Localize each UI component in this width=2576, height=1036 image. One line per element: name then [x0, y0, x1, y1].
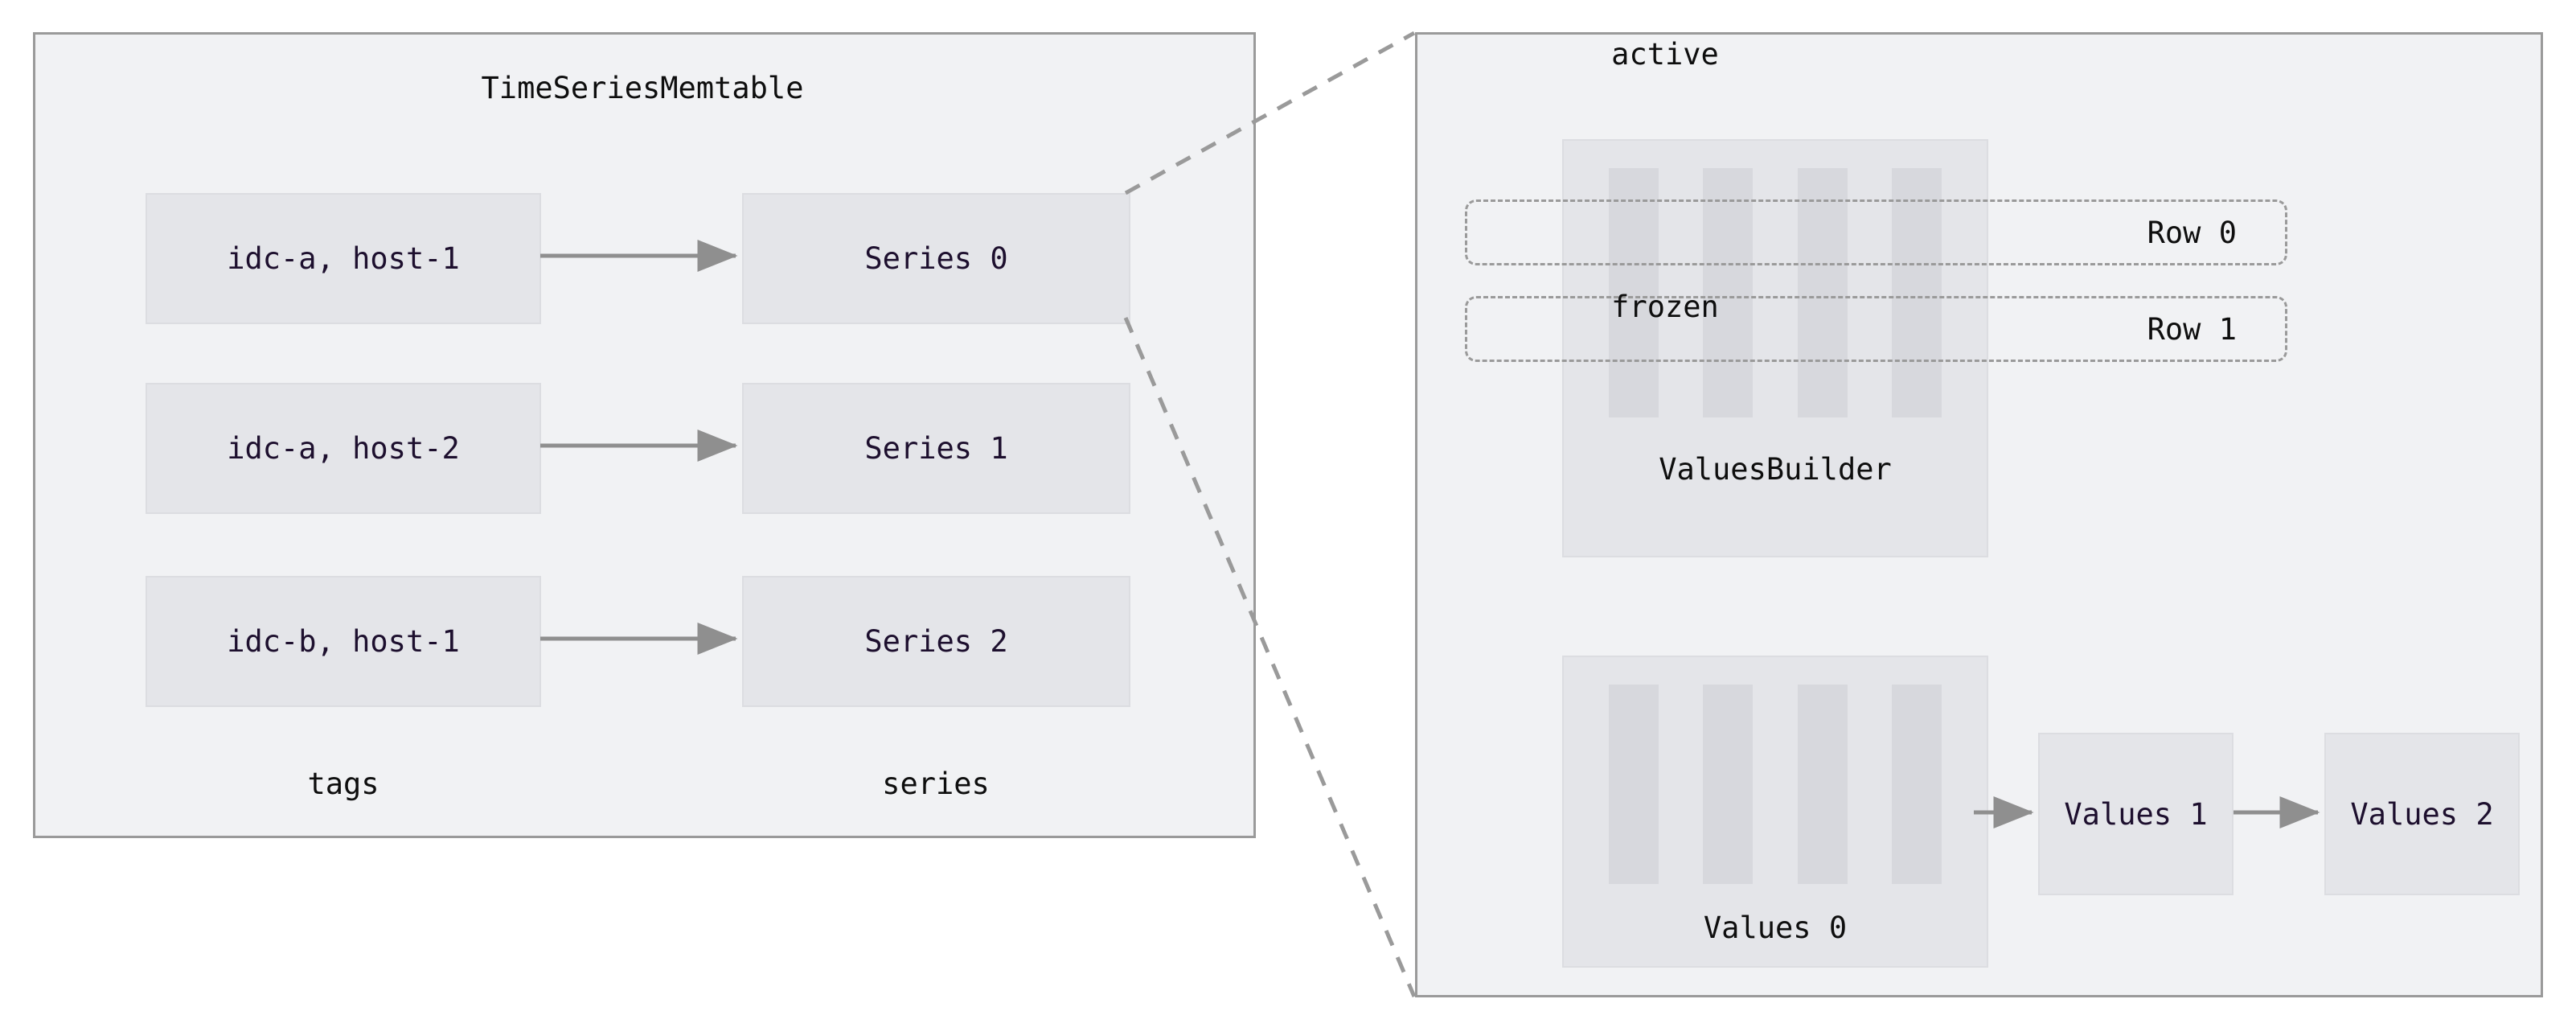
tag-node-0[interactable]: idc-a, host-1 — [146, 193, 541, 324]
timeseries-memtable-panel: TimeSeriesMemtable idc-a, host-1 Series … — [33, 32, 1256, 838]
series-node-2[interactable]: Series 2 — [742, 576, 1130, 707]
tags-column-label: tags — [307, 767, 379, 801]
row-rect-0[interactable]: Row 0 — [1465, 199, 2287, 265]
values-chain-node-1[interactable]: Values 1 — [2038, 733, 2233, 895]
values-builder-label: ValuesBuilder — [1659, 452, 1892, 487]
values-builder-columns — [1564, 168, 1987, 417]
values-chain-node-2[interactable]: Values 2 — [2324, 733, 2520, 895]
frozen-values-box[interactable]: Values 0 — [1562, 656, 1988, 968]
column-bar — [1703, 684, 1754, 884]
frozen-values-columns — [1564, 684, 1987, 884]
page-title: TimeSeriesMemtable — [481, 71, 804, 105]
tag-node-1[interactable]: idc-a, host-2 — [146, 383, 541, 514]
column-bar — [1797, 168, 1848, 417]
series-detail-panel: active ValuesBuilder Row 0 Row 1 frozen … — [1415, 32, 2543, 997]
column-bar — [1608, 684, 1659, 884]
column-bar — [1608, 168, 1659, 417]
row-rect-1[interactable]: Row 1 — [1465, 296, 2287, 362]
values-builder-box[interactable]: ValuesBuilder — [1562, 139, 1988, 557]
active-section-label: active — [1611, 37, 1719, 72]
column-bar — [1892, 684, 1942, 884]
series-node-1[interactable]: Series 1 — [742, 383, 1130, 514]
column-bar — [1703, 168, 1754, 417]
frozen-section-label: frozen — [1611, 290, 1719, 324]
tag-node-2[interactable]: idc-b, host-1 — [146, 576, 541, 707]
series-column-label: series — [882, 767, 990, 801]
series-node-0[interactable]: Series 0 — [742, 193, 1130, 324]
frozen-values-label: Values 0 — [1703, 911, 1848, 945]
column-bar — [1797, 684, 1848, 884]
column-bar — [1892, 168, 1942, 417]
